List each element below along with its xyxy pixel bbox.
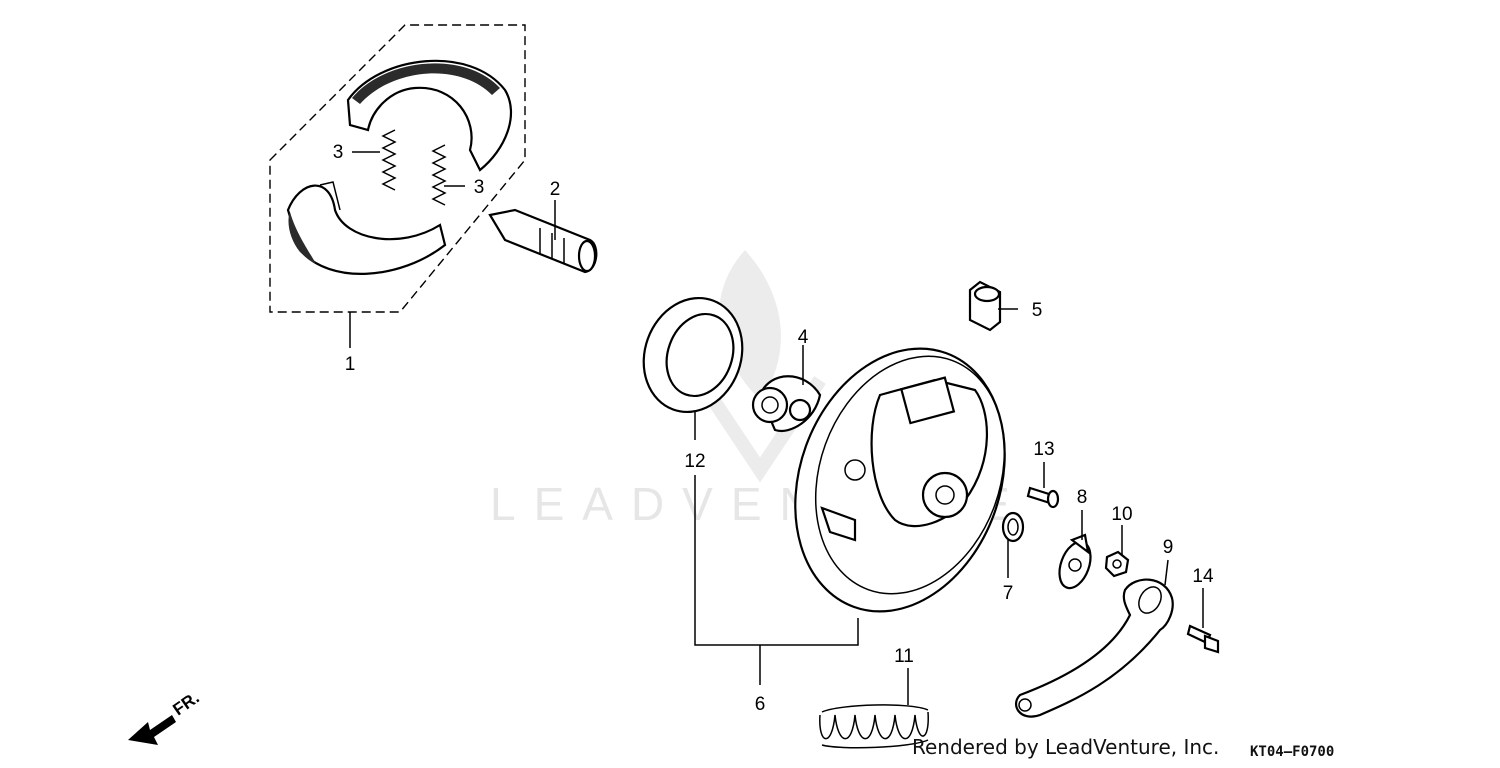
front-direction-arrow-icon: FR. — [128, 688, 203, 745]
brake-shoe-set-icon — [269, 24, 526, 313]
brake-panel-icon — [794, 347, 1006, 613]
callout-3-upper: 3 — [333, 142, 344, 163]
callout-7: 7 — [1003, 583, 1014, 604]
bolt-icon — [1186, 624, 1220, 654]
callout-10: 10 — [1111, 504, 1132, 525]
leader-lines — [349, 151, 1204, 705]
callout-1: 1 — [345, 354, 356, 375]
screw-icon — [1026, 486, 1060, 509]
brake-cam-icon — [488, 208, 598, 274]
direction-label: FR. — [169, 688, 202, 719]
shoe-spring-icon — [431, 144, 447, 206]
callout-11: 11 — [894, 646, 914, 667]
seal-icon — [1001, 511, 1025, 543]
dust-seal-icon — [642, 296, 744, 414]
callout-8: 8 — [1077, 487, 1088, 508]
callout-14: 14 — [1192, 566, 1214, 587]
brake-arm-icon — [1015, 578, 1174, 718]
indicator-plate-icon — [1058, 533, 1092, 590]
callout-2: 2 — [550, 179, 561, 200]
return-spring-icon — [819, 704, 929, 749]
nut-icon — [1104, 550, 1130, 578]
speedometer-gear-icon — [751, 375, 822, 433]
render-credit: Rendered by LeadVenture, Inc. — [912, 735, 1220, 759]
shoe-spring-icon — [381, 129, 397, 191]
diagram-code: KT04–F0700 — [1250, 744, 1335, 760]
callout-3-lower: 3 — [474, 177, 485, 198]
callout-13: 13 — [1033, 439, 1054, 460]
cap-icon — [968, 280, 1002, 332]
callout-6: 6 — [755, 694, 766, 715]
callout-5: 5 — [1032, 300, 1043, 321]
callout-4: 4 — [798, 327, 809, 348]
callout-9: 9 — [1163, 537, 1174, 558]
callout-12: 12 — [684, 451, 705, 472]
